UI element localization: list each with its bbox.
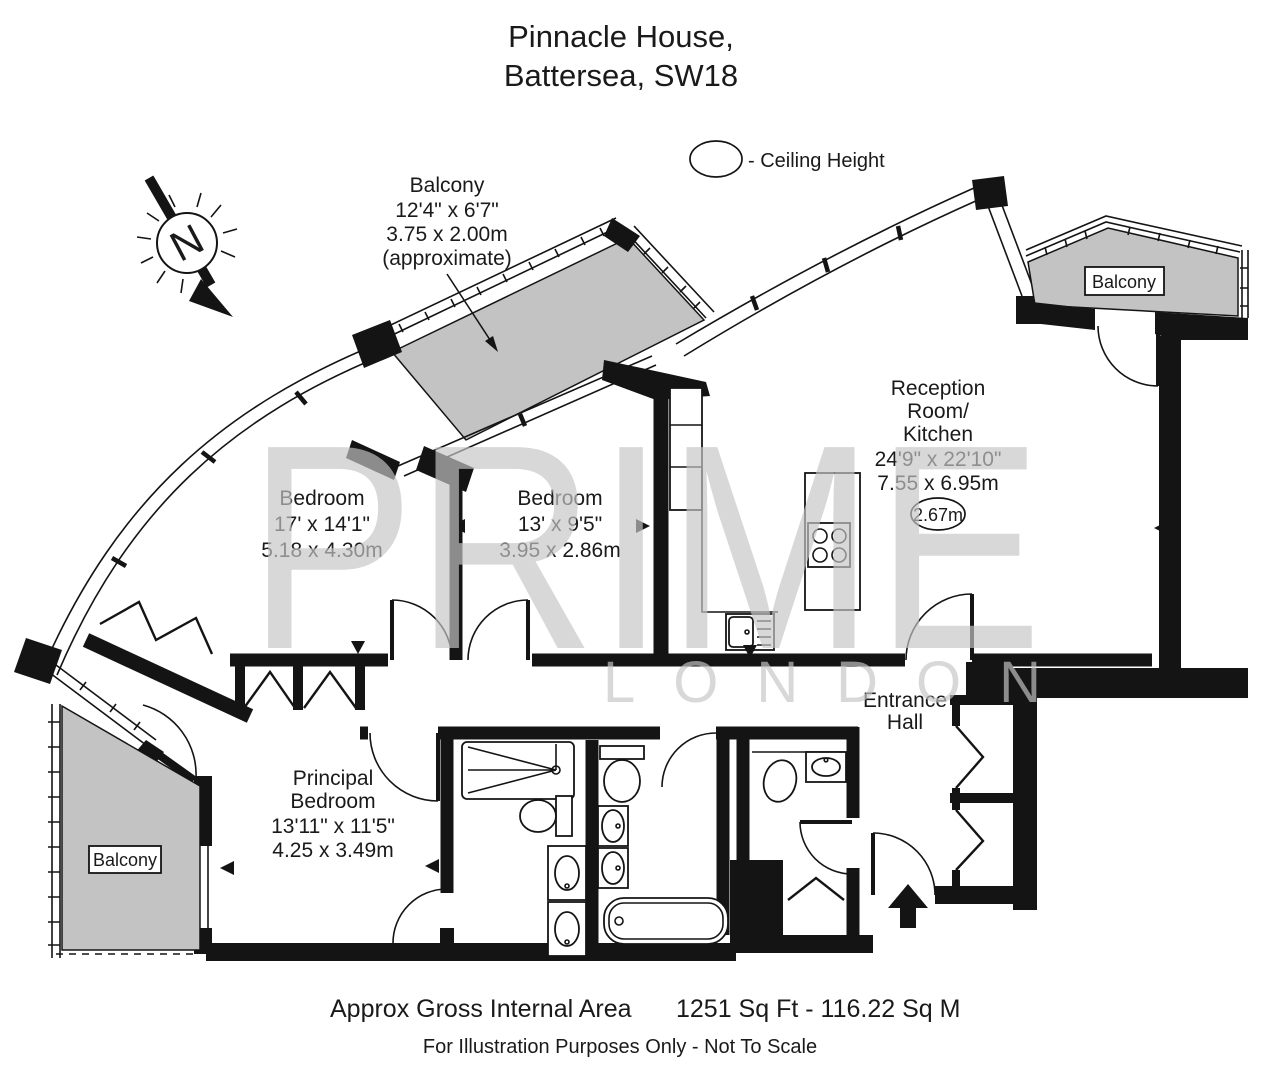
wc-toilet [762, 759, 798, 803]
ensuite-basin-1 [554, 855, 580, 891]
principal-name-1: Principal [293, 767, 374, 790]
ensuite-door-arc [392, 888, 448, 944]
balcony-tr-door-arc [1097, 325, 1159, 387]
balcony-top-right-label-box [1084, 266, 1165, 296]
ceiling-height-ellipse [910, 497, 966, 531]
ensuite-basin-2 [554, 911, 580, 947]
principal-window-band [45, 661, 197, 784]
entrance-hall-label: Entrance Hall [863, 689, 947, 734]
kitchen-fixtures [669, 387, 861, 651]
bedroom1-dims-imperial: 17' x 14'1" [274, 513, 370, 536]
principal-door-arc [369, 732, 439, 802]
principal-name-2: Bedroom [290, 790, 375, 813]
dimension-markers [220, 519, 1168, 875]
ensuite-toilet-cistern [555, 795, 573, 837]
reception-door-arc [905, 593, 973, 661]
reception-ceiling-height: 2.67m [913, 505, 963, 525]
balcony-tl-dims-imperial: 12'4" x 6'7" [395, 199, 499, 222]
balcony-top-right [1025, 215, 1249, 340]
balcony-tl-name: Balcony [410, 174, 485, 197]
reception-label: Reception Room/ Kitchen 24'9" x 22'10" 7… [875, 377, 1002, 531]
ceiling-height-legend: - Ceiling Height [689, 140, 885, 178]
entry-door-arc [872, 832, 936, 896]
shower-head-icon [551, 765, 561, 775]
bathroom-door-arc [661, 732, 717, 788]
reception-name-1: Reception [891, 377, 986, 400]
watermark: PRIME LONDON [248, 384, 1043, 715]
compass: N [136, 175, 238, 317]
balcony-tl-dims-metric: 3.75 x 2.00m [386, 223, 507, 246]
reception-name-2: Room/ [907, 400, 969, 423]
doors [369, 325, 1160, 944]
legend-ellipse-icon [689, 140, 743, 178]
closet-principal [235, 660, 365, 710]
balcony-bottom-left [48, 704, 201, 958]
labels: Balcony 12'4" x 6'7" 3.75 x 2.00m (appro… [93, 174, 1156, 870]
bedroom2-dims-metric: 3.95 x 2.86m [499, 539, 620, 562]
balcony-bl-name: Balcony [93, 850, 157, 870]
bathroom-basin-1 [601, 809, 625, 843]
curved-facade-top [675, 176, 1008, 357]
entry-arrow [888, 884, 928, 928]
bedroom2-dims-imperial: 13' x 9'5" [518, 513, 602, 536]
principal-dims-metric: 4.25 x 3.49m [272, 839, 393, 862]
balcony-tl-note: (approximate) [382, 247, 512, 270]
bedroom1-label: Bedroom 17' x 14'1" 5.18 x 4.30m [261, 487, 382, 562]
bedroom2-door-arc [467, 599, 529, 661]
bedroom1-name: Bedroom [279, 487, 364, 510]
bathroom-toilet-cistern [599, 745, 645, 760]
bathroom-fixtures [597, 745, 729, 945]
closet-wc [787, 876, 845, 901]
footer-area-value: 1251 Sq Ft - 116.22 Sq M [676, 995, 960, 1023]
bathroom-toilet [603, 759, 641, 803]
bathroom-basin-2 [601, 851, 625, 885]
header: Pinnacle House, Battersea, SW18 [504, 19, 738, 93]
bathtub [603, 897, 729, 945]
entrance-hall-name-1: Entrance [863, 689, 947, 712]
kitchen-cabinets [669, 387, 703, 511]
footer-area-label: Approx Gross Internal Area [330, 995, 632, 1023]
footer-disclaimer: For Illustration Purposes Only - Not To … [423, 1036, 817, 1058]
ensuite-fixtures [461, 741, 587, 957]
wc-door-arc [799, 821, 853, 875]
watermark-line1: PRIME [248, 384, 1043, 710]
kitchen-counter [701, 470, 778, 613]
footer: Approx Gross Internal Area 1251 Sq Ft - … [330, 995, 960, 1058]
page-title-line2: Battersea, SW18 [504, 58, 738, 93]
bedroom1-door-arc [391, 599, 453, 661]
wc-basin [811, 757, 841, 777]
balcony-tr-name: Balcony [1092, 272, 1156, 292]
legend-label: - Ceiling Height [748, 150, 885, 172]
ensuite-toilet [519, 799, 557, 833]
balcony-bottom-left-label-box [88, 845, 162, 874]
reception-name-3: Kitchen [903, 423, 973, 446]
bedroom2-name: Bedroom [517, 487, 602, 510]
wardrobe-bedroom1 [99, 600, 214, 655]
bedroom2-label: Bedroom 13' x 9'5" 3.95 x 2.86m [499, 487, 620, 562]
balcony-top-left [352, 217, 715, 441]
closet-entrance-hall [950, 695, 1013, 903]
reception-dims-metric: 7.55 x 6.95m [877, 472, 998, 495]
page-title-line1: Pinnacle House, [508, 19, 734, 54]
principal-bedroom-label: Principal Bedroom 13'11" x 11'5" 4.25 x … [271, 767, 395, 862]
balcony-top-left-label: Balcony 12'4" x 6'7" 3.75 x 2.00m (appro… [382, 174, 512, 352]
bedroom1-dims-metric: 5.18 x 4.30m [261, 539, 382, 562]
entrance-hall-name-2: Hall [887, 711, 923, 734]
wc-fixtures [752, 751, 847, 803]
principal-dims-imperial: 13'11" x 11'5" [271, 815, 395, 838]
balcony-bl-door-arc [142, 704, 197, 779]
kitchen-sink-bowl [728, 616, 754, 648]
reception-dims-imperial: 24'9" x 22'10" [875, 448, 1002, 471]
